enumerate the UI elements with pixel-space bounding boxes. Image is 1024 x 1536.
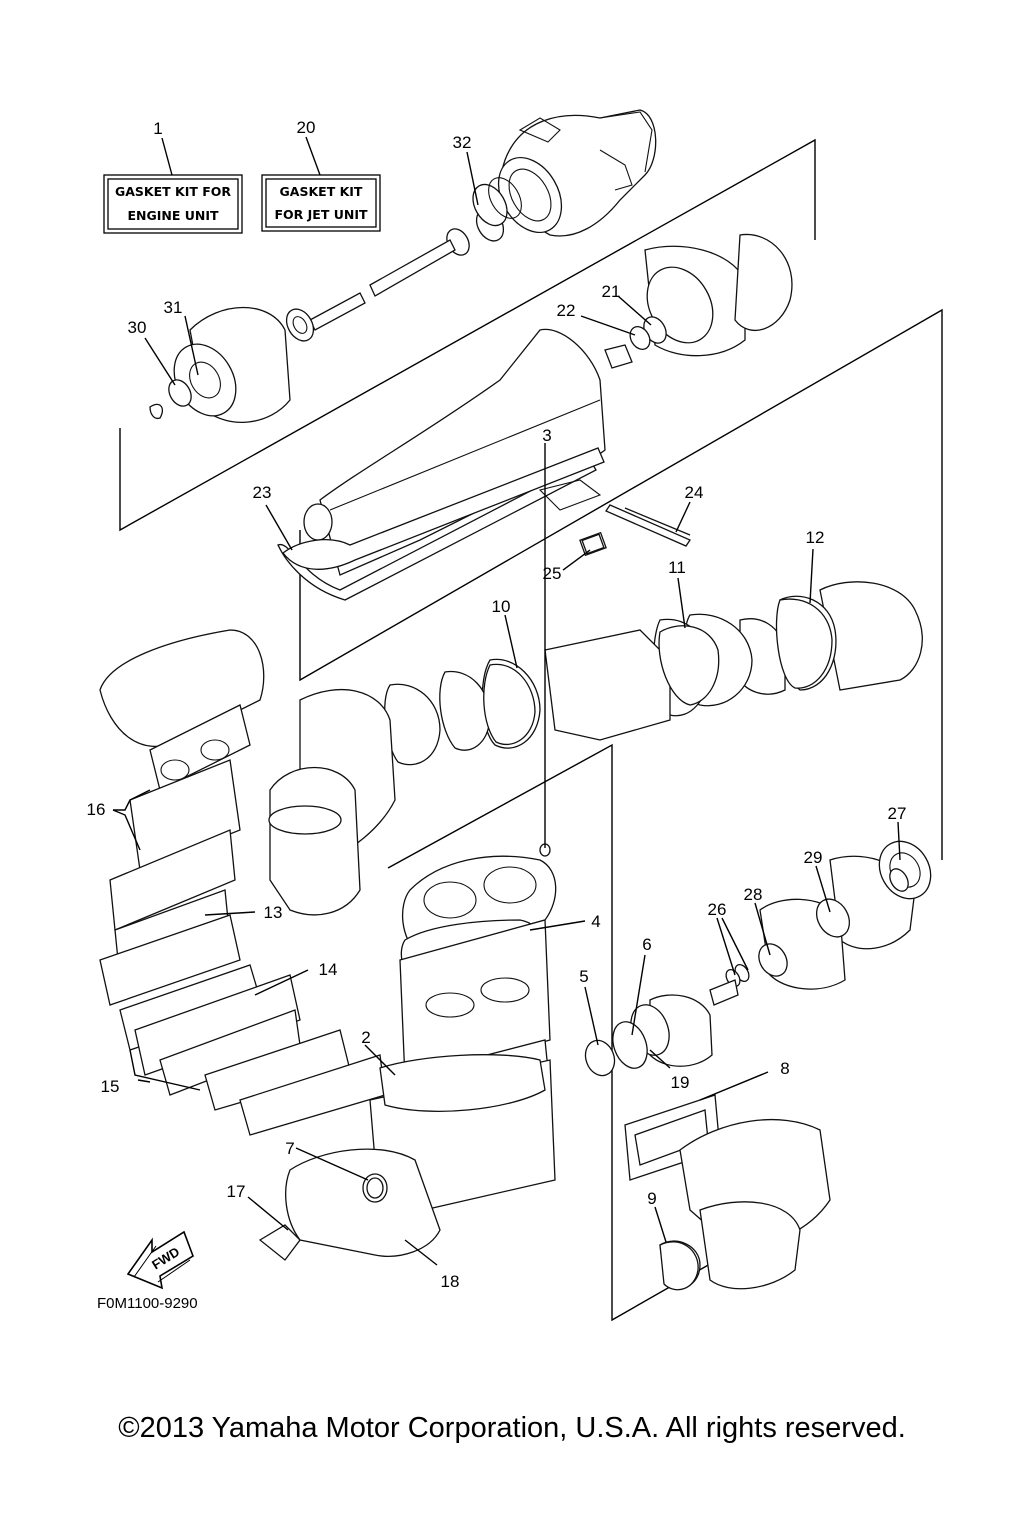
- jet-gasket-kit-label: GASKET KIT FOR JET UNIT: [261, 174, 381, 232]
- impeller-housing-right: [604, 233, 793, 369]
- leader-lines: [112, 136, 901, 1266]
- jet-kit-line2: FOR JET UNIT: [275, 207, 368, 222]
- engine-kit-line2: ENGINE UNIT: [127, 208, 219, 223]
- callout-3: 3: [542, 426, 551, 445]
- exhaust-outlet-assembly: [624, 1094, 831, 1290]
- fwd-arrow-icon: FWD: [126, 1230, 194, 1290]
- callout-8: 8: [780, 1059, 789, 1078]
- exhaust-manifold-stack: [99, 629, 386, 1136]
- callout-16: 16: [87, 800, 106, 819]
- callout-10: 10: [492, 597, 511, 616]
- callout-18: 18: [441, 1272, 460, 1291]
- callout-17: 17: [227, 1182, 246, 1201]
- callout-28: 28: [744, 885, 763, 904]
- callout-14: 14: [319, 960, 338, 979]
- callout-11: 11: [668, 558, 686, 577]
- callout-numbers: 1 2 3 4 5 6 7 8 9 10 11 12 13 14 15 16 1…: [87, 118, 907, 1291]
- callout-24: 24: [685, 483, 704, 502]
- callout-1: 1: [153, 119, 162, 138]
- callout-2: 2: [361, 1028, 370, 1047]
- reference-code: F0M1100-9290: [97, 1295, 198, 1312]
- callout-13: 13: [264, 903, 283, 922]
- callout-4: 4: [591, 912, 600, 931]
- callout-26: 26: [708, 900, 727, 919]
- callout-29: 29: [804, 848, 823, 867]
- callout-27: 27: [888, 804, 907, 823]
- bearing-housing-assembly: [584, 840, 932, 1077]
- drive-shaft: [285, 208, 505, 342]
- callout-22: 22: [557, 301, 576, 320]
- callout-32: 32: [453, 133, 472, 152]
- callout-20: 20: [297, 118, 316, 137]
- callout-15: 15: [101, 1077, 120, 1096]
- callout-19: 19: [671, 1073, 690, 1092]
- callout-7: 7: [285, 1139, 294, 1158]
- jet-nozzle-assembly: [497, 109, 657, 237]
- engine-kit-line1: GASKET KIT FOR: [115, 184, 231, 199]
- callout-23: 23: [253, 483, 272, 502]
- callout-25: 25: [543, 564, 562, 583]
- impeller-housing-left: [149, 306, 291, 423]
- callout-12: 12: [806, 528, 825, 547]
- callout-6: 6: [642, 935, 651, 954]
- exhaust-chain: [268, 581, 923, 916]
- callout-9: 9: [647, 1189, 656, 1208]
- callout-31: 31: [164, 298, 183, 317]
- callout-21: 21: [602, 282, 621, 301]
- callout-5: 5: [579, 967, 588, 986]
- gasket-parts: [282, 177, 909, 1291]
- callout-30: 30: [128, 318, 147, 337]
- stator-cover: [258, 1148, 441, 1261]
- engine-gasket-kit-label: GASKET KIT FOR ENGINE UNIT: [103, 174, 243, 234]
- copyright-notice: ©2013 Yamaha Motor Corporation, U.S.A. A…: [118, 1412, 906, 1444]
- jet-kit-line1: GASKET KIT: [280, 184, 363, 199]
